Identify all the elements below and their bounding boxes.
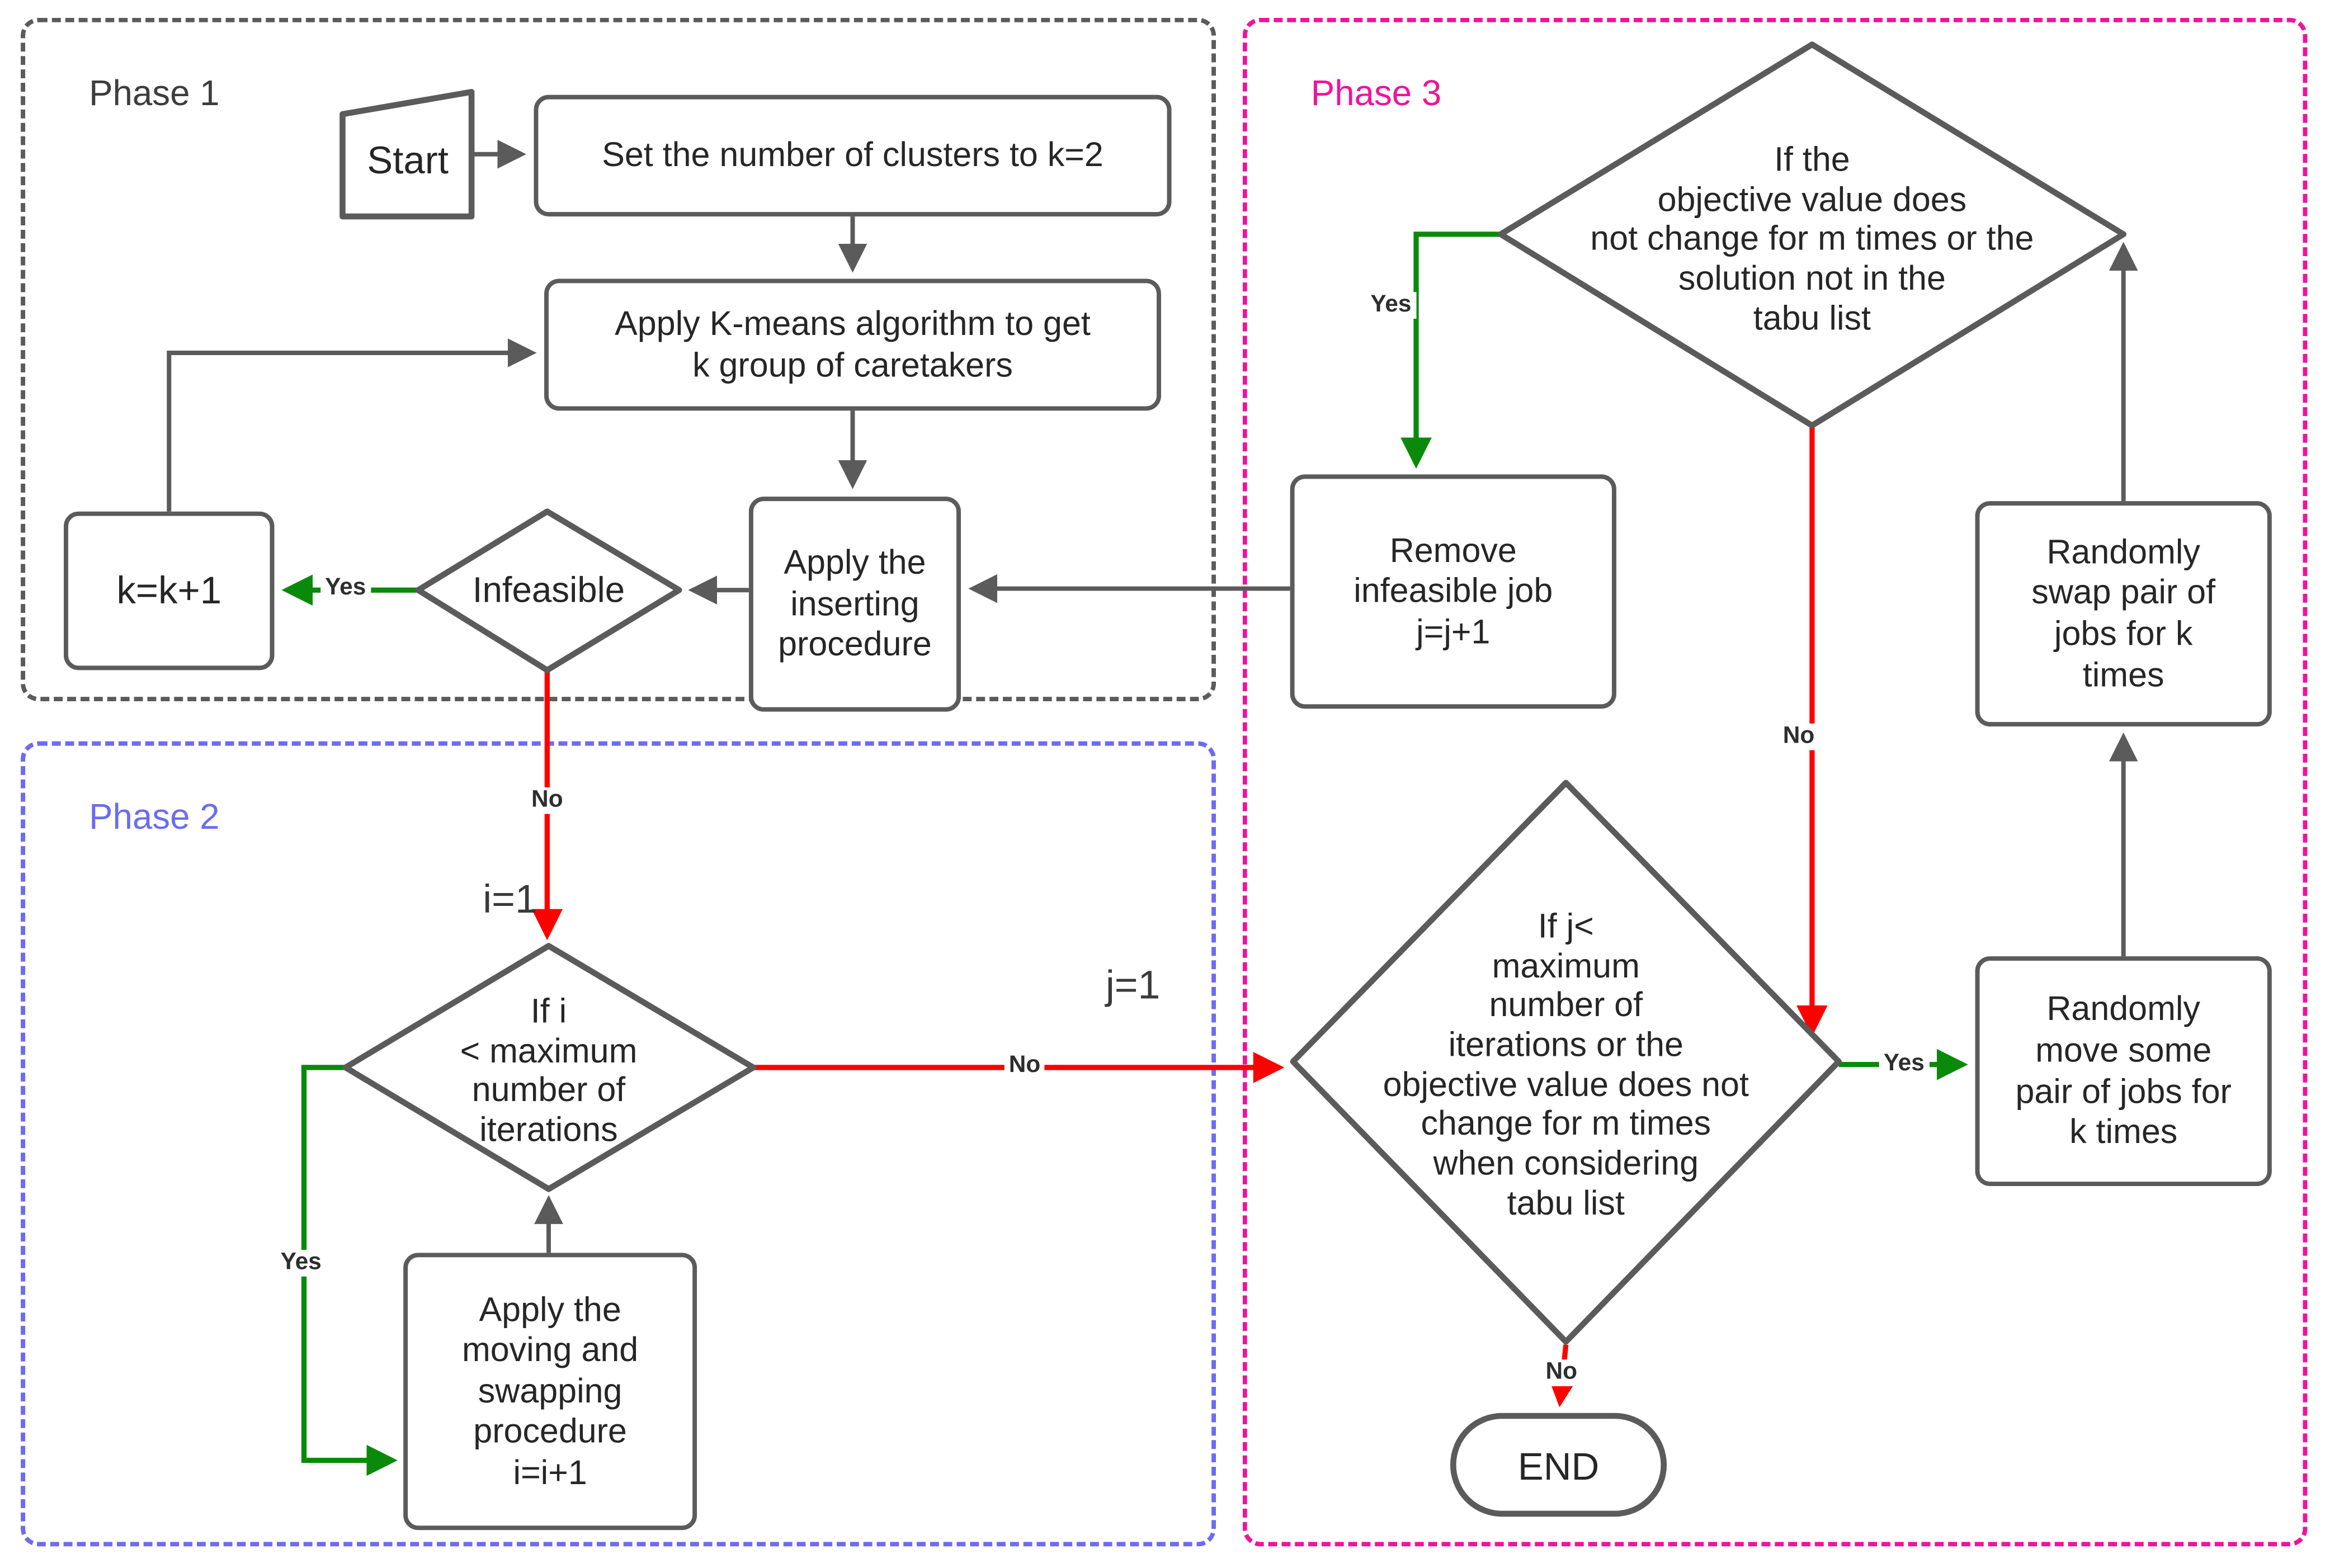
moving-swapping-text-line: moving and [461, 1330, 639, 1369]
swap-jobs-node: Randomly swap pair of jobs for k times [1975, 501, 2272, 727]
edge-label-objective-no: No [1778, 723, 1819, 750]
edge-label-i-init: i=1 [483, 877, 537, 922]
start-terminator-shape [339, 89, 475, 220]
iteration-check-line: number of [471, 1070, 626, 1109]
phase1-label: Phase 1 [89, 74, 220, 115]
move-jobs-text-line: pair of jobs for [2015, 1071, 2232, 1110]
edge-label-iteration-yes: Yes [276, 1250, 326, 1277]
move-jobs-text-line: Randomly [2046, 989, 2200, 1028]
phase2-boundary [21, 741, 1216, 1547]
tabu-check-line: change for m times [1421, 1104, 1711, 1143]
moving-swapping-text-line: procedure [473, 1411, 627, 1451]
kmeans-text-line: Apply K-means algorithm to get [615, 304, 1091, 343]
kmeans-node: Apply K-means algorithm to get k group o… [544, 278, 1161, 411]
objective-check-line: If the [1774, 140, 1850, 179]
tabu-check-label: If j< maximum number of iterations or th… [1383, 906, 1749, 1223]
edge-k-increment-to-kmeans [167, 338, 537, 512]
infeasible-label: Infeasible [472, 570, 625, 611]
edge-label-j-init: j=1 [1105, 963, 1161, 1008]
move-jobs-text-line: k times [2069, 1112, 2178, 1151]
objective-check-line: not change for m times or the [1590, 219, 2034, 258]
kmeans-text-line: k group of caretakers [692, 344, 1013, 384]
tabu-check-decision-shape [1290, 780, 1842, 1345]
infeasible-decision-shape [415, 508, 682, 673]
moving-swapping-text-line: Apply the [479, 1289, 621, 1328]
phase3-label: Phase 3 [1310, 74, 1442, 115]
iteration-check-line: iterations [479, 1109, 618, 1149]
set-clusters-node: Set the number of clusters to k=2 [534, 95, 1172, 217]
moving-swapping-text-line: swapping [478, 1371, 622, 1410]
edge-label-tabu-no: No [1541, 1359, 1582, 1386]
objective-check-line: tabu list [1753, 297, 1871, 337]
set-clusters-text: Set the number of clusters to k=2 [602, 135, 1103, 174]
tabu-check-line: objective value does not [1383, 1064, 1749, 1103]
swap-jobs-text-line: swap pair of [2031, 573, 2216, 612]
end-terminator-shape [1450, 1413, 1667, 1517]
edge-objective-yes-to-remove-infeasible [1400, 232, 1501, 469]
phase2-label: Phase 2 [89, 797, 220, 838]
iteration-check-decision-shape [342, 943, 757, 1192]
phase1-boundary [21, 17, 1216, 702]
objective-check-line: solution not in the [1678, 258, 1946, 297]
swap-jobs-text-line: times [2082, 654, 2164, 693]
edge-label-objective-yes: Yes [1366, 292, 1416, 319]
iteration-check-line: < maximum [460, 1031, 638, 1070]
inserting-text-line: inserting [790, 583, 919, 622]
edge-label-infeasible-yes: Yes [320, 575, 371, 602]
tabu-check-line: number of [1489, 985, 1643, 1024]
edge-label-infeasible-no: No [527, 787, 568, 814]
move-jobs-text-line: move some [2035, 1030, 2212, 1069]
k-increment-node: k=k+1 [64, 511, 275, 670]
start-label: Start [367, 138, 449, 182]
inserting-node: Apply the inserting procedure [748, 497, 961, 712]
tabu-check-line: maximum [1492, 946, 1640, 985]
tabu-check-line: If j< [1538, 906, 1594, 945]
moving-swapping-node: Apply the moving and swapping procedure … [403, 1253, 697, 1531]
iteration-check-line: If i [530, 991, 567, 1030]
remove-infeasible-node: Remove infeasible job j=j+1 [1290, 474, 1616, 709]
edge-label-iteration-no: No [1004, 1052, 1045, 1080]
objective-check-label: If the objective value does not change f… [1590, 140, 2034, 338]
swap-jobs-text-line: Randomly [2046, 532, 2200, 571]
swap-jobs-text-line: jobs for k [2054, 613, 2193, 653]
objective-check-line: objective value does [1657, 179, 1967, 218]
tabu-check-line: when considering [1433, 1144, 1699, 1182]
objective-check-decision-shape [1497, 41, 2126, 429]
tabu-check-line: tabu list [1507, 1183, 1625, 1222]
tabu-check-line: iterations or the [1448, 1024, 1683, 1064]
end-label: END [1517, 1444, 1600, 1489]
remove-infeasible-text-line: Remove [1389, 530, 1517, 569]
remove-infeasible-text-line: infeasible job [1354, 571, 1553, 610]
inserting-text-line: Apply the [784, 542, 926, 582]
remove-infeasible-text-line: j=j+1 [1416, 612, 1491, 651]
k-increment-text: k=k+1 [116, 568, 222, 612]
iteration-check-label: If i < maximum number of iterations [460, 991, 638, 1150]
move-jobs-node: Randomly move some pair of jobs for k ti… [1975, 956, 2272, 1187]
phase3-boundary [1242, 17, 2308, 1547]
inserting-text-line: procedure [778, 624, 932, 663]
edge-label-tabu-yes: Yes [1879, 1051, 1929, 1078]
moving-swapping-text-line: i=i+1 [513, 1452, 587, 1491]
